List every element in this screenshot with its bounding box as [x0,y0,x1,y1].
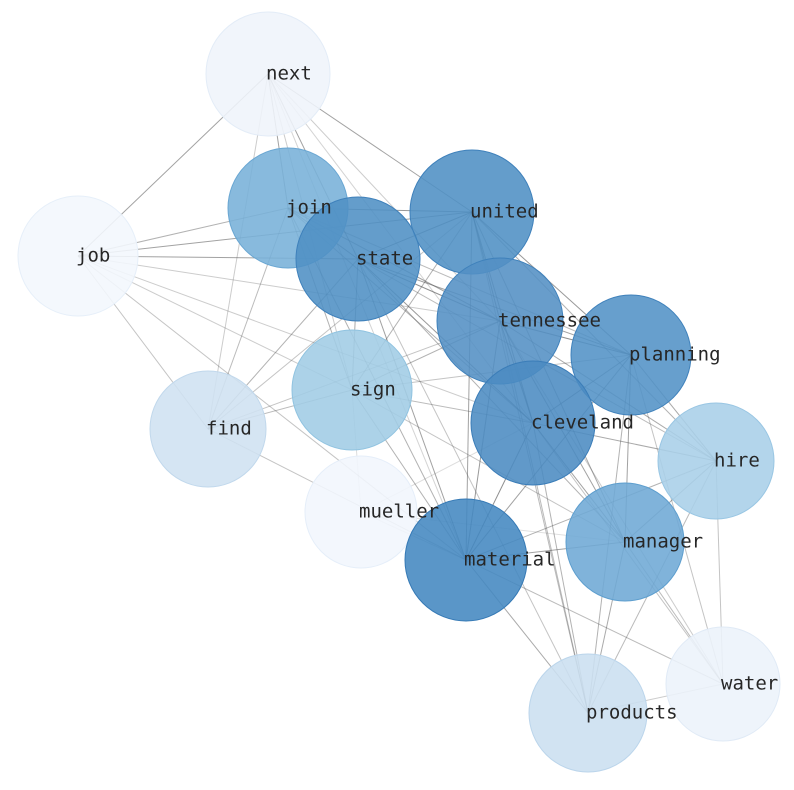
graph-node-next[interactable] [205,11,331,137]
graph-node-label-job: job [76,245,110,267]
graph-node-find[interactable] [149,370,267,488]
graph-node-label-find: find [206,418,252,440]
graph-node-label-sign: sign [350,379,396,401]
graph-node-label-join: join [286,197,332,219]
graph-node-label-material: material [464,549,556,571]
node-layer [17,11,781,773]
graph-node-job[interactable] [17,195,139,317]
graph-node-label-tennessee: tennessee [498,310,601,332]
graph-node-manager[interactable] [565,482,685,602]
label-layer: next job join united state tennessee planning s… [76,63,778,724]
graph-edge [357,258,589,714]
graph-node-label-state: state [356,248,413,270]
graph-node-hire[interactable] [657,402,775,520]
graph-node-material[interactable] [404,498,528,622]
graph-node-label-planning: planning [629,344,721,366]
graph-node-planning[interactable] [570,294,692,416]
graph-node-sign[interactable] [291,329,413,451]
graph-edge [77,255,501,322]
graph-node-label-next: next [266,63,312,85]
graph-node-label-cleveland: cleveland [531,412,634,434]
graph-node-label-water: water [721,673,778,695]
graph-node-water[interactable] [665,626,781,742]
graph-node-label-united: united [470,201,539,223]
graph-node-state[interactable] [295,196,421,322]
graph-node-label-products: products [586,702,678,724]
graph-edge [77,255,534,424]
graph-node-label-hire: hire [714,450,760,472]
graph-node-label-mueller: mueller [359,501,439,523]
graph-node-label-manager: manager [623,531,703,553]
graph-node-mueller[interactable] [304,455,418,569]
graph-node-cleveland[interactable] [470,360,596,486]
graph-node-products[interactable] [528,653,648,773]
